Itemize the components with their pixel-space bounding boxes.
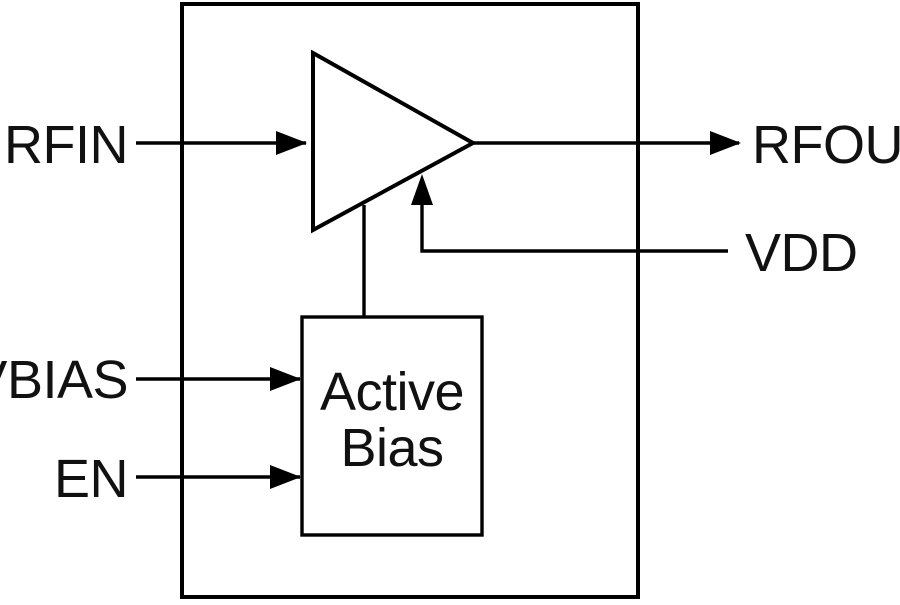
amplifier-triangle	[311, 49, 478, 234]
pin-label-en: EN	[54, 449, 128, 509]
vbias-arrowhead	[270, 367, 301, 391]
pin-label-rfout: RFOUT	[752, 115, 900, 175]
vdd-arrowhead	[411, 174, 433, 205]
active-bias-label-line2: Bias	[340, 418, 443, 478]
rfin-arrowhead	[276, 131, 307, 155]
rfout-arrowhead	[710, 131, 741, 155]
active-bias-block	[300, 315, 484, 537]
vdd-wire	[420, 183, 728, 253]
en-arrowhead	[270, 465, 301, 489]
die-boundary-rect	[180, 2, 640, 599]
pin-label-vdd: VDD	[745, 223, 858, 283]
pin-label-vbias: VBIAS	[0, 350, 128, 410]
pin-label-rfin: RFIN	[4, 115, 128, 175]
active-bias-label-line1: Active	[320, 362, 464, 422]
